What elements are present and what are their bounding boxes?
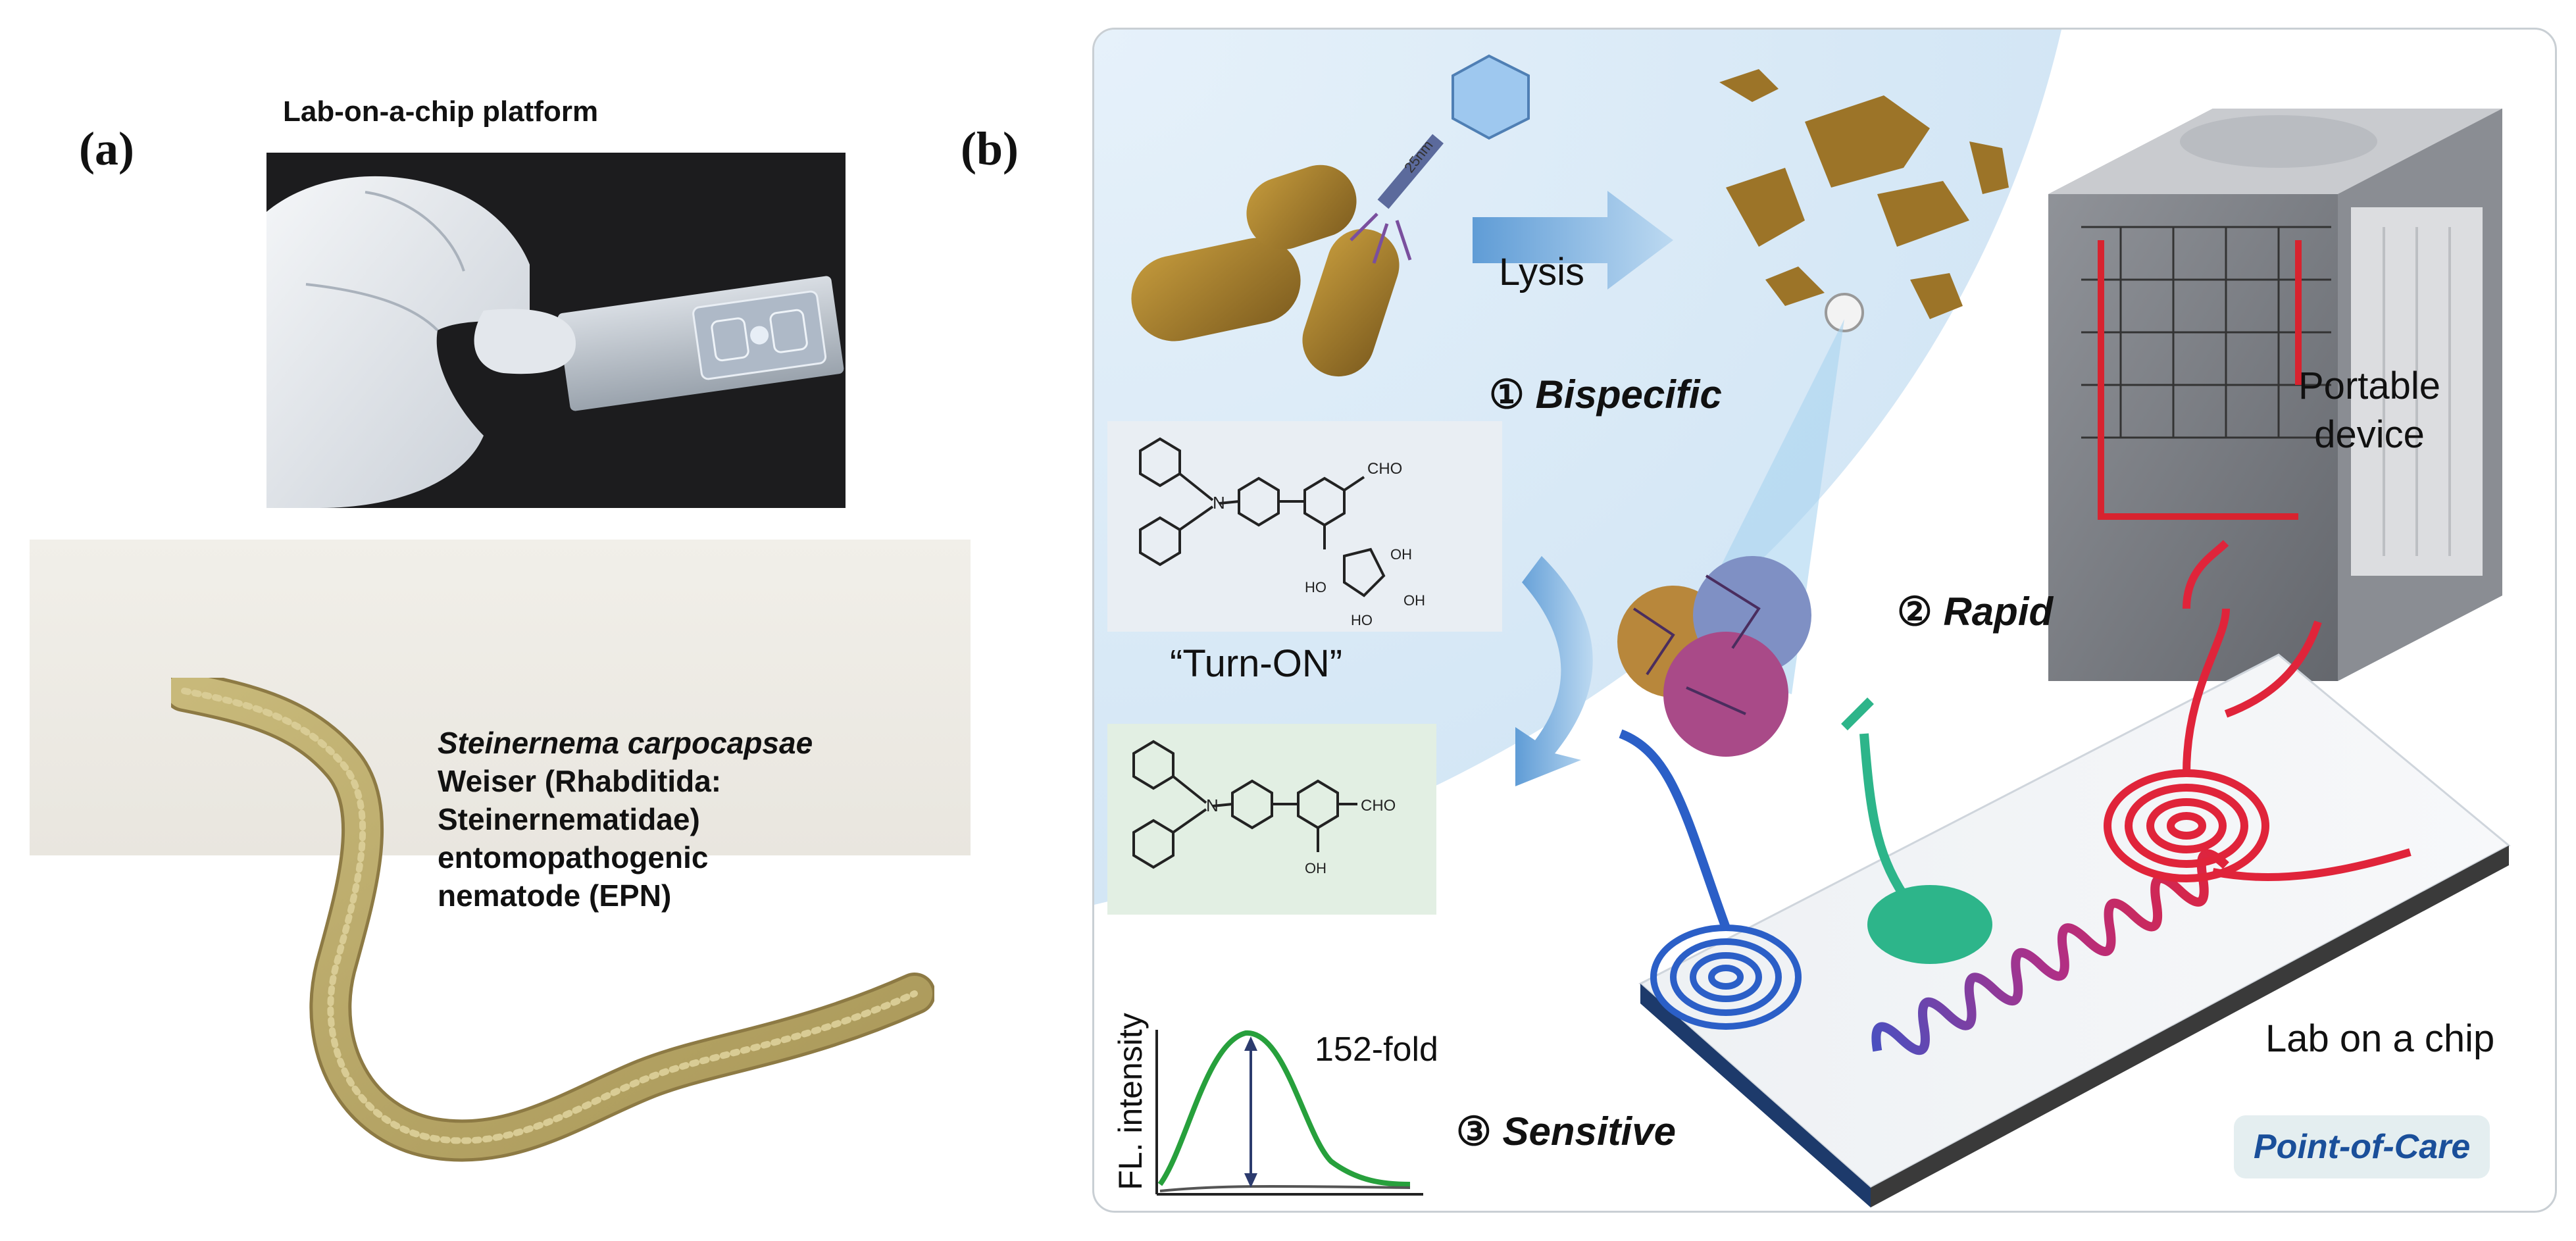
step-2-label: Rapid	[1943, 590, 2054, 634]
turn-on-label: “Turn-ON”	[1170, 642, 1343, 685]
blue-spiral-mixer	[1619, 729, 1802, 1030]
nematode-desc-line-3: entomopathogenic	[438, 840, 709, 874]
nematode-desc-line-1: Weiser (Rhabditida:	[438, 764, 722, 798]
chip-photo	[266, 153, 846, 508]
portable-device-line-1: Portable	[2298, 365, 2441, 407]
fl-intensity-axis-label: FL. intensity	[1112, 1013, 1149, 1190]
bacteriophage-icon: 25nm	[1350, 54, 1530, 264]
step-1-bispecific: ① Bispecific	[1489, 372, 1722, 418]
nematode-description: Steinernema carpocapsae Weiser (Rhabditi…	[438, 724, 964, 915]
product-structure-box	[1107, 724, 1436, 915]
turn-on-arrow-icon	[1515, 556, 1593, 786]
lysis-label: Lysis	[1499, 251, 1584, 293]
step-3-label: Sensitive	[1502, 1109, 1676, 1153]
point-of-care-badge: Point-of-Care	[2234, 1115, 2490, 1178]
probe-structure-box	[1107, 421, 1502, 632]
probe-structure-icon	[1139, 437, 1386, 597]
panel-b-letter: (b)	[961, 122, 1019, 175]
panel-b-artwork: 25nm	[1094, 30, 2511, 1207]
step-1-label: Bispecific	[1535, 372, 1722, 417]
svg-text:CHO: CHO	[1367, 460, 1402, 478]
nematode-desc-line-4: nematode (EPN)	[438, 878, 672, 913]
lab-on-chip-label: Lab on a chip	[2265, 1017, 2495, 1060]
chip-photo-caption: Lab-on-a-chip platform	[283, 95, 599, 128]
lab-on-chip-illustration	[1619, 540, 2511, 1207]
gloved-hand-holding-chip-illustration	[266, 176, 844, 508]
step-2-rapid: ② Rapid	[1897, 589, 2053, 635]
turn-on-curve	[1157, 1030, 1411, 1187]
svg-text:OH: OH	[1390, 546, 1412, 563]
green-chamber	[1841, 697, 1992, 964]
portable-device-line-2: device	[2314, 413, 2425, 456]
svg-text:HO: HO	[1305, 579, 1326, 595]
portable-device-label: Portable device	[2298, 362, 2440, 459]
step-1-number: ①	[1489, 372, 1525, 417]
panel-b-frame: 25nm	[1092, 28, 2557, 1213]
protein-structure-icon	[1617, 556, 1811, 757]
svg-text:N: N	[1206, 796, 1219, 815]
baseline-curve	[1159, 1184, 1411, 1192]
fl-intensity-plot	[1155, 1030, 1423, 1196]
product-structure-icon	[1132, 740, 1357, 869]
nematode-illustration	[171, 678, 934, 1162]
step-2-number: ②	[1897, 590, 1932, 634]
portable-device-illustration	[2048, 109, 2502, 681]
svg-text:N: N	[1213, 493, 1225, 513]
lysed-bacteria-icon	[1719, 69, 2009, 332]
fold-change-label: 152-fold	[1315, 1030, 1438, 1069]
svg-text:OH: OH	[1403, 592, 1425, 609]
nematode-desc-line-2: Steinernematidae)	[438, 802, 700, 836]
intact-bacteria-icon	[1131, 165, 1400, 377]
svg-text:CHO: CHO	[1361, 797, 1396, 815]
red-spiral-mixer	[2104, 540, 2412, 882]
nematode-species-name: Steinernema carpocapsae	[438, 726, 813, 760]
svg-text:HO: HO	[1351, 612, 1373, 628]
step-3-number: ③	[1456, 1109, 1492, 1153]
panel-a-letter: (a)	[79, 122, 134, 175]
svg-text:OH: OH	[1305, 860, 1326, 876]
step-3-sensitive: ③ Sensitive	[1456, 1109, 1676, 1155]
lysis-arrow-icon	[1473, 191, 1673, 290]
